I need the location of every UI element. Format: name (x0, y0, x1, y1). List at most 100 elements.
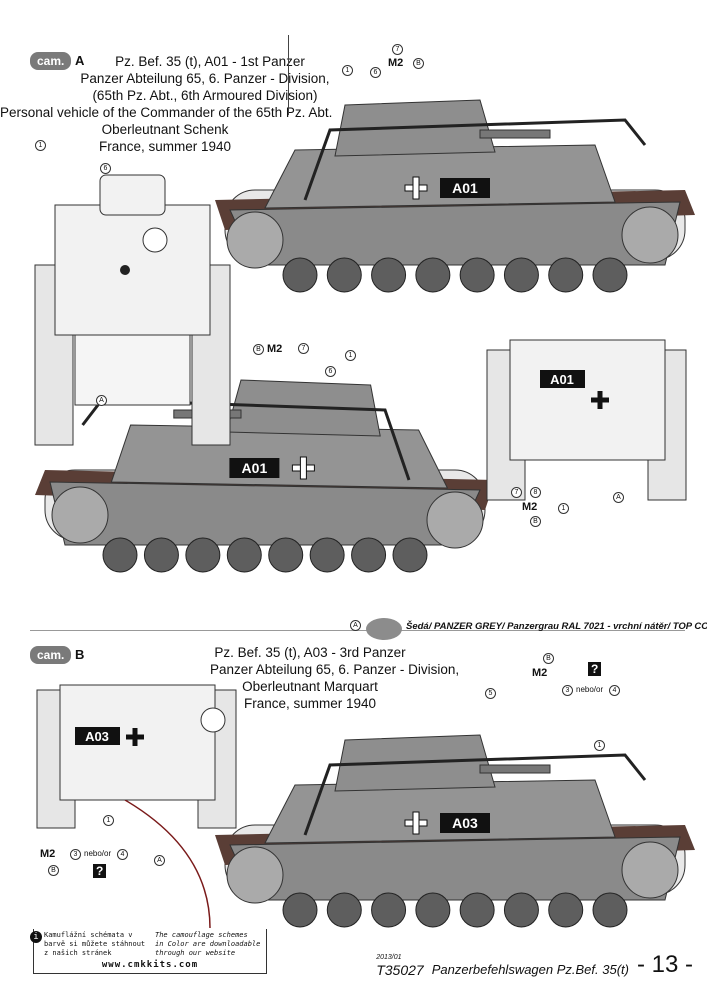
cam-badge: cam. (30, 646, 72, 664)
website-link[interactable]: www.cmkkits.com (101, 960, 199, 970)
marker-b: B (530, 516, 541, 527)
caption-line: Panzer Abteilung 65, 6. Panzer - Divisio… (210, 662, 460, 677)
marker-1: 1 (594, 740, 605, 751)
road-wheel (371, 892, 407, 928)
info-icon: i (30, 931, 42, 943)
tactical-number: A01 (242, 460, 268, 476)
marker-4: 4 (117, 849, 128, 860)
caption-line: France, summer 1940 (243, 696, 377, 711)
road-wheel (326, 892, 362, 928)
hull (49, 481, 481, 546)
antenna-curve (124, 800, 211, 929)
caption-line: Pz. Bef. 35 (t), A03 - 3rd Panzer (214, 645, 406, 660)
marker-1: 1 (35, 140, 46, 151)
road-wheel (326, 257, 362, 293)
number-plate (75, 727, 120, 745)
road-wheel (102, 537, 138, 573)
caption-line: Oberleutnant Marquart (242, 679, 378, 694)
hull-front (54, 204, 211, 336)
frame-antenna (303, 753, 647, 836)
m2-label: M2 (532, 667, 548, 679)
road-wheel (282, 892, 318, 928)
tank-b-rear-view: A03 (36, 684, 237, 829)
caption-line: Pz. Bef. 35 (t), A01 - 1st Panzer (115, 54, 305, 69)
road-wheel (309, 537, 345, 573)
marker-6: 6 (100, 163, 111, 174)
scheme-a-caption: Pz. Bef. 35 (t), A01 - 1st Panzer Panzer… (0, 53, 332, 155)
marker-1: 1 (345, 350, 356, 361)
balkenkreuz-v (299, 456, 307, 480)
hull (229, 836, 681, 901)
hull-rear (509, 339, 666, 461)
m2-label: M2 (388, 57, 404, 69)
gun-barrel (479, 129, 551, 139)
footer-date: 2013/01 (376, 954, 402, 961)
marker-6: 6 (370, 67, 381, 78)
marker-3: 3 (562, 685, 573, 696)
marker-7: 7 (298, 343, 309, 354)
drive-sprocket (621, 206, 679, 264)
road-wheel (415, 257, 451, 293)
marker-1: 1 (558, 503, 569, 514)
marker-1: 1 (342, 65, 353, 76)
marker-3: 3 (70, 849, 81, 860)
scheme-letter: A (75, 53, 85, 68)
balkenkreuz (126, 728, 144, 746)
marker-1: 1 (103, 815, 114, 826)
hull (229, 201, 681, 266)
marker-8: 8 (530, 487, 541, 498)
m2-label: M2 (522, 501, 538, 513)
tactical-number: A03 (452, 815, 478, 831)
caption-line: Oberleutnant Schenk (101, 122, 229, 137)
info-line: z našich stránek (44, 949, 112, 957)
superstructure (264, 144, 616, 209)
tank-a-right-side-view: A01 (215, 99, 695, 293)
color-legend-text: Šedá/ PANZER GREY/ Panzergrau RAL 7021 -… (406, 621, 707, 632)
footer: 2013/01 T35027 Panzerbefehlswagen Pz.Bef… (376, 952, 693, 979)
antenna-line (288, 35, 289, 115)
road-wheel (226, 537, 262, 573)
superstructure (264, 779, 616, 844)
tank-a-rear-view: A01 (486, 339, 687, 501)
footer-code-block: 2013/01 T35027 (376, 954, 423, 978)
balkenkreuz-v (412, 811, 420, 835)
number-plate (440, 178, 490, 198)
marker-b: B (48, 865, 59, 876)
caption-line: France, summer 1940 (98, 139, 232, 154)
nebo-or-label: nebo/or (576, 685, 604, 694)
number-plate (229, 458, 280, 478)
road-wheel (392, 537, 428, 573)
frame-antenna (303, 118, 647, 201)
question-mark-icon: ? (588, 662, 602, 676)
lower-hull (74, 334, 191, 406)
scheme-b-caption: Pz. Bef. 35 (t), A03 - 3rd Panzer Panzer… (210, 644, 460, 712)
frame-antenna (81, 398, 411, 481)
question-mark-icon: ? (93, 864, 107, 878)
m2-label: M2 (40, 848, 56, 860)
emblem (142, 227, 168, 253)
marker-a: A (96, 395, 107, 406)
tank-b-right-side-view: A03 (215, 734, 695, 928)
caption-line: Panzer Abteilung 65, 6. Panzer - Divisio… (80, 71, 330, 86)
balkenkreuz (591, 391, 609, 409)
tank-group: A01 (215, 99, 695, 293)
idler-wheel (226, 846, 284, 904)
footer-code: T35027 (376, 962, 424, 978)
road-wheel (548, 892, 584, 928)
marker-b: B (413, 58, 424, 69)
tank-group: A03 (215, 734, 695, 928)
road-wheel (503, 892, 539, 928)
info-line: Kamuflážní schémata v (44, 931, 133, 939)
info-line: barvě si můžete stáhnout (44, 940, 146, 948)
tactical-number: A03 (85, 729, 109, 744)
info-line: in Color are downloadable (155, 940, 261, 948)
drive-sprocket (621, 841, 679, 899)
spare-wheel (200, 707, 226, 733)
road-wheel (351, 537, 387, 573)
color-swatch (366, 618, 402, 640)
marker-6: 6 (325, 366, 336, 377)
turret (99, 174, 166, 216)
road-wheel (143, 537, 179, 573)
road-wheel (592, 892, 628, 928)
road-wheel (282, 257, 318, 293)
